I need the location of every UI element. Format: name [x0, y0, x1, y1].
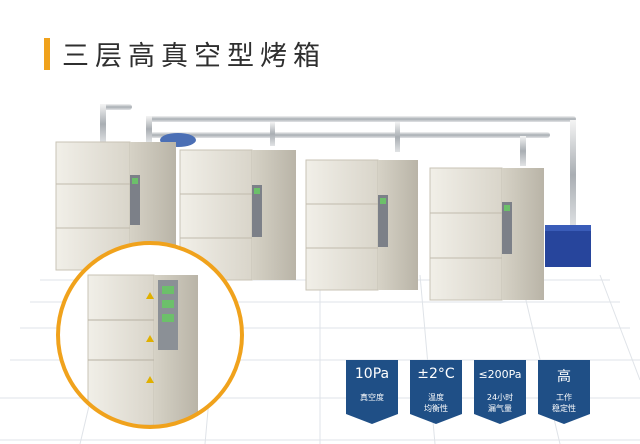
badge-label: 漏气量	[488, 404, 512, 413]
spec-badge-vacuum: 10Pa 真空度	[346, 356, 398, 422]
badge-value: ±2°C	[417, 366, 455, 382]
badge-label: 温度	[428, 393, 444, 402]
oven-illustration	[0, 104, 640, 444]
spec-badge-stability: 高 工作 稳定性	[538, 356, 590, 422]
oven-unit-3	[305, 159, 418, 291]
badge-label: 均衡性	[424, 404, 448, 413]
page-title: 三层高真空型烤箱	[62, 41, 326, 72]
badge-value: 10Pa	[354, 366, 390, 382]
badge-value: 高	[557, 369, 571, 385]
spec-badge-leak: ≤200Pa 24小时 漏气量	[474, 356, 526, 422]
vacuum-pump	[545, 225, 591, 267]
badge-shapes	[346, 360, 590, 424]
inset-oven-detail	[56, 241, 244, 429]
badge-label: 24小时	[486, 393, 514, 402]
title-accent-bar	[44, 38, 50, 70]
oven-unit-2	[179, 149, 296, 281]
badge-label: 工作	[556, 393, 572, 402]
vacuum-pipes	[100, 104, 576, 230]
badge-label: 真空度	[360, 393, 384, 402]
badge-value: ≤200Pa	[478, 368, 522, 381]
oven-unit-4	[429, 167, 544, 301]
spec-badges: 10Pa 真空度 ±2°C 温度 均衡性 ≤200Pa 24小时 漏气量 高 工…	[346, 356, 596, 428]
badge-label: 稳定性	[552, 404, 576, 413]
spec-badge-temperature: ±2°C 温度 均衡性	[410, 356, 462, 422]
